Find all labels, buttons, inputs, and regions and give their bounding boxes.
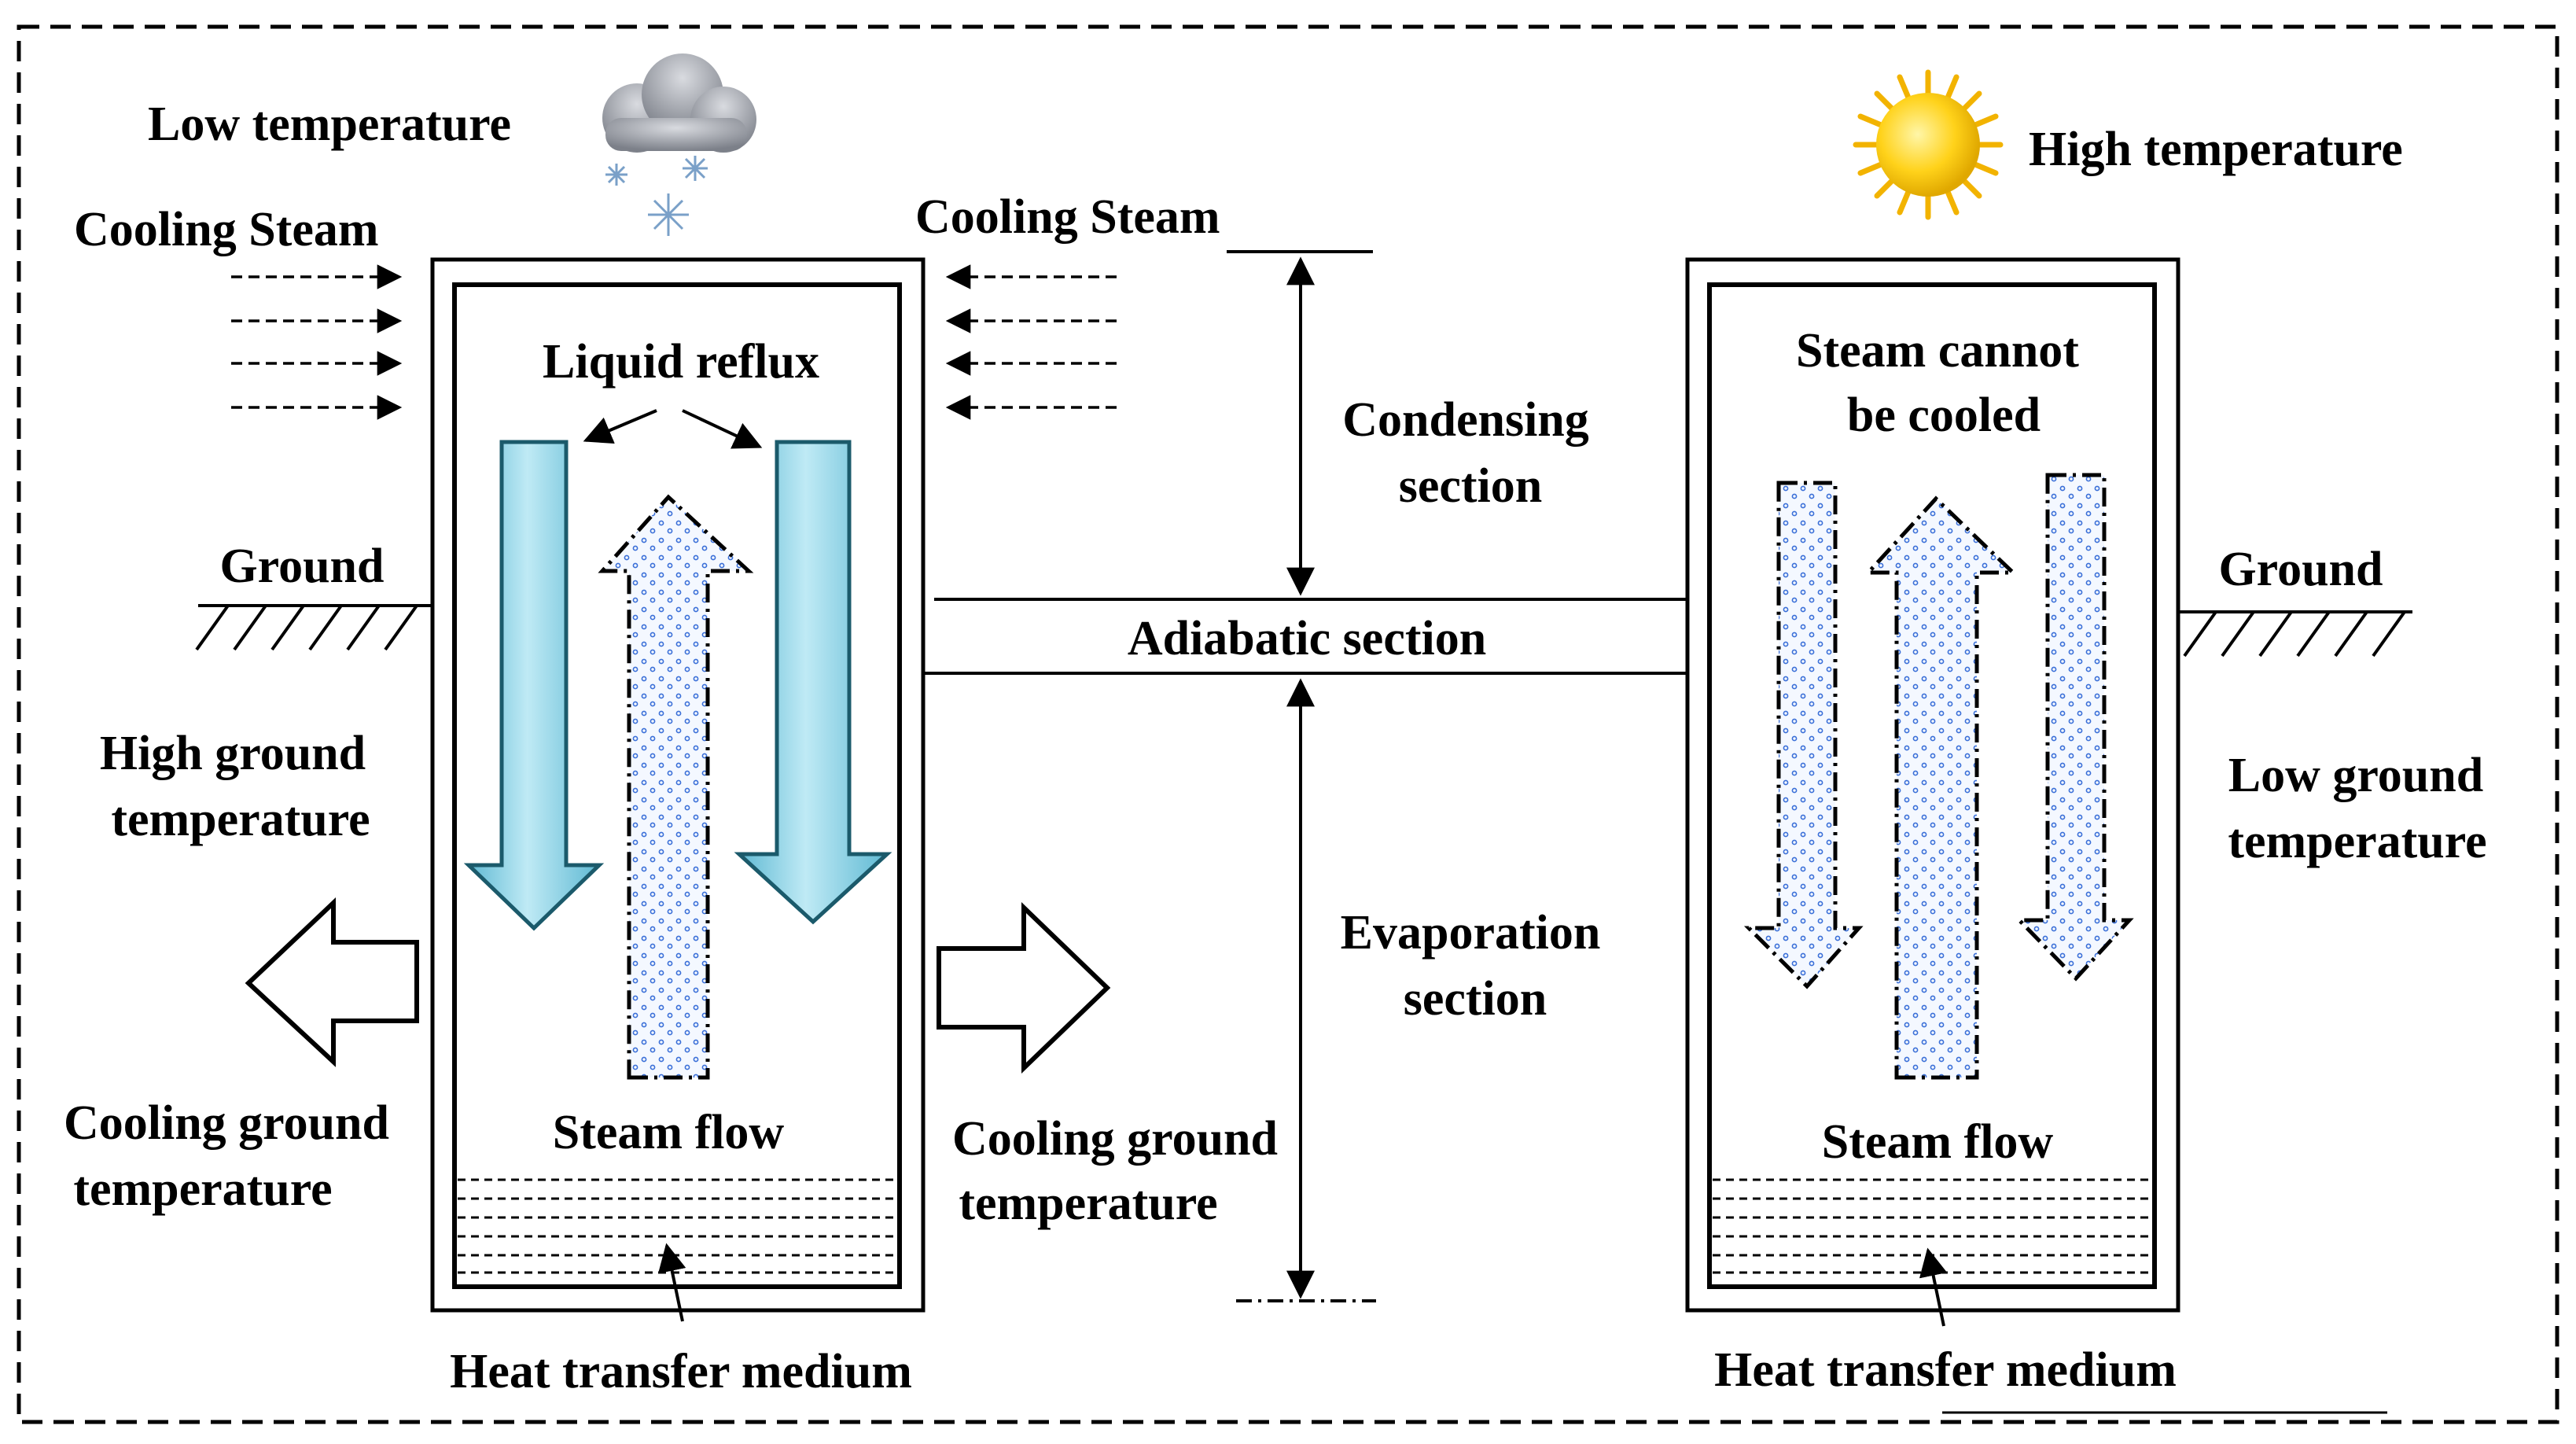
steam-down-arrow-right [2015,473,2134,982]
cooling-ground-temperature-right-1: Cooling ground [952,1112,1278,1166]
evaporation-section-label-1: Evaporation [1341,906,1601,960]
adiabatic-section-label: Adiabatic section [1128,612,1486,665]
low-ground-temperature-label-1: Low ground [2228,749,2483,802]
liquid-reflux-label: Liquid reflux [543,335,819,389]
left-pipe-outer-wall [430,257,926,1313]
liquid-reflux-arrow-right [734,440,892,925]
cooling-steam-label-right: Cooling Steam [915,190,1220,244]
right-pipe-outer-wall [1685,257,2180,1313]
cooling-ground-temperature-left-2: temperature [73,1162,332,1216]
low-temperature-label: Low temperature [148,98,511,151]
sun-icon [1853,69,2004,220]
outer-border [17,24,2559,1424]
cooling-steam-arrows-right [945,264,1117,420]
steam-flow-label-left: Steam flow [553,1106,785,1159]
high-ground-temperature-label-2: temperature [111,793,370,846]
high-ground-temperature-label-1: High ground [100,727,366,780]
left-heat-pipe [430,257,926,1322]
steam-flow-arrow-up [598,494,754,1080]
steam-down-arrow-left [1743,481,1864,989]
ground-left [195,604,432,651]
evaporation-section-label-2: section [1404,972,1547,1026]
steam-flow-arrow-up-right [1864,495,2018,1080]
cooling-ground-temperature-right-2: temperature [959,1177,1217,1230]
steam-cannot-be-cooled-label-2: be cooled [1847,389,2041,442]
cooling-ground-arrow-right [937,901,1111,1074]
condensing-section-label-1: Condensing [1342,393,1589,447]
cooling-ground-arrow-left [245,897,419,1067]
steam-flow-label-right: Steam flow [1822,1115,2054,1169]
right-heat-transfer-medium-lines [1713,1178,2151,1274]
high-temperature-label: High temperature [2029,123,2403,176]
left-pipe-inner-wall [452,282,902,1289]
cooling-ground-temperature-left-1: Cooling ground [64,1096,389,1150]
ground-label-left: Ground [219,540,384,593]
condensing-section-label-2: section [1399,459,1543,513]
right-heat-pipe [1685,257,2180,1327]
ground-label-right: Ground [2218,543,2383,596]
right-pipe-inner-wall [1707,282,2157,1289]
section-markers [923,250,1687,1302]
liquid-reflux-arrow-left [463,440,605,931]
heat-transfer-medium-label-right: Heat transfer medium [1714,1343,2177,1397]
cooling-steam-label-left: Cooling Steam [74,203,379,256]
ground-right [2178,610,2412,658]
snow-cloud-icon [602,53,756,236]
low-ground-temperature-label-2: temperature [2228,815,2486,868]
cooling-steam-arrows-left [231,264,403,420]
heat-transfer-medium-label-left: Heat transfer medium [450,1345,912,1398]
steam-cannot-be-cooled-label-1: Steam cannot [1796,324,2079,378]
left-heat-transfer-medium-lines [458,1178,896,1274]
